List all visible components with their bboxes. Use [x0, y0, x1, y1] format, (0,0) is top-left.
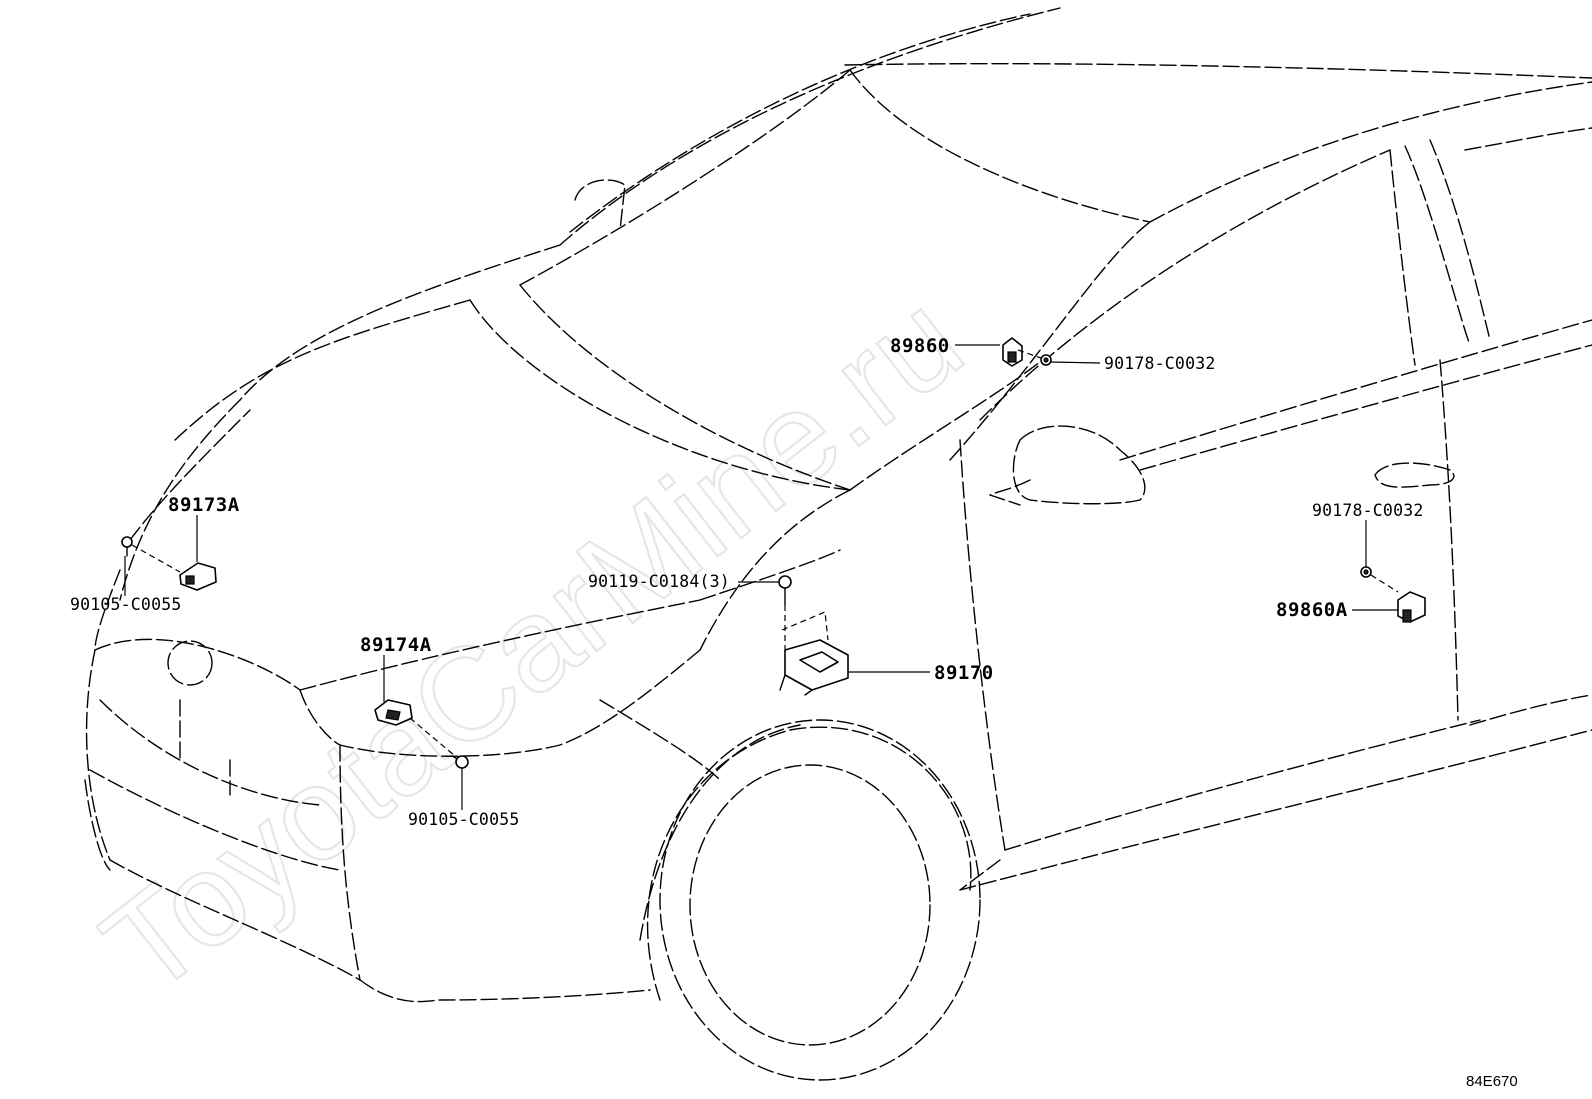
nut-90178-right-icon — [1360, 566, 1372, 578]
label-89860A: 89860A — [1276, 599, 1348, 621]
nut-90178-top-icon — [1040, 354, 1052, 366]
sensor-89173A-icon — [179, 562, 217, 591]
watermark-text: ToyotaCarMine.ru — [77, 265, 988, 1022]
label-89174A: 89174A — [360, 634, 432, 656]
label-90105-left: 90105-C0055 — [70, 595, 181, 614]
label-90178-top: 90178-C0032 — [1104, 354, 1215, 373]
label-90105-bottom: 90105-C0055 — [408, 810, 519, 829]
label-89170: 89170 — [934, 662, 994, 684]
label-90178-right: 90178-C0032 — [1312, 501, 1423, 520]
sensor-89174A-icon — [374, 699, 413, 726]
diagram-code: 84E670 — [1466, 1073, 1518, 1090]
car-outline — [84, 7, 1592, 1081]
label-90119: 90119-C0184(3) — [588, 572, 730, 591]
sensor-89860A-icon — [1397, 591, 1426, 623]
bolt-90119-icon — [778, 575, 792, 650]
airbag-ecu-89170-icon — [779, 611, 849, 696]
label-89173A: 89173A — [168, 494, 240, 516]
bolt-90105-left-icon — [121, 536, 133, 557]
sensor-89860-icon — [1002, 337, 1023, 367]
leader-lines — [124, 344, 1399, 810]
label-89860: 89860 — [890, 335, 950, 357]
